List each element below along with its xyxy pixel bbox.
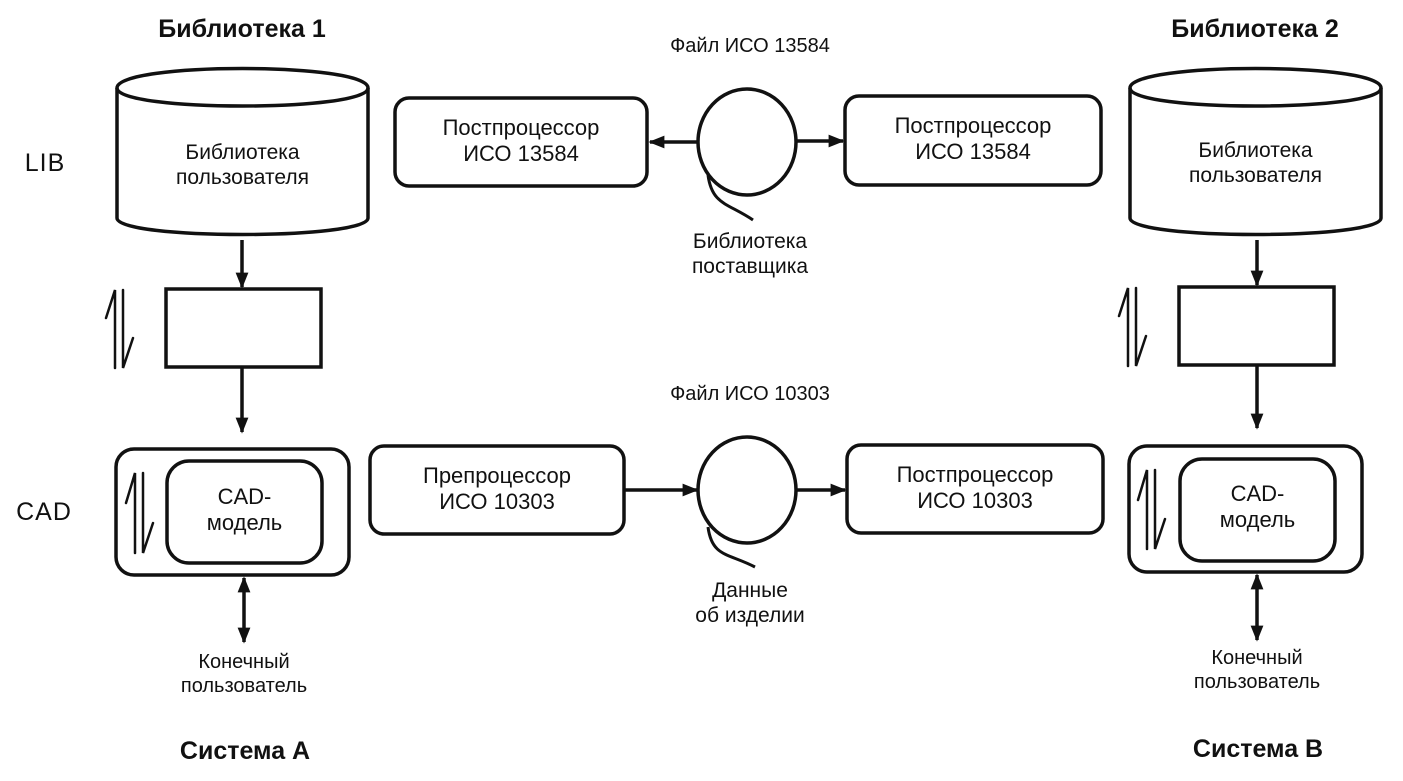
end-user-b-label: Конечный пользователь [1193, 647, 1321, 693]
interface-box-a [164, 287, 323, 369]
postprocessor-13584-left-box [393, 96, 649, 188]
cad-model-a-label: CAD- модель [206, 484, 283, 536]
product-data-medium-icon [696, 435, 798, 569]
supplier-library-label: Библиотека поставщика [691, 230, 809, 279]
library-1-title: Библиотека 1 [158, 15, 326, 43]
user-library-a-label: Библиотека пользователя [176, 141, 309, 190]
user-library-b-label: Библиотека пользователя [1189, 139, 1322, 188]
product-data-label: Данные об изделии [695, 579, 805, 628]
system-a-title: Система А [179, 737, 311, 765]
cad-model-b-box [1178, 457, 1337, 563]
cad-system-b-outer [1127, 444, 1364, 574]
postprocessor-10303-label: Постпроцессор ИСО 10303 [896, 462, 1054, 514]
end-user-a-label: Конечный пользователь [180, 651, 308, 697]
postprocessor-13584-right-label: Постпроцессор ИСО 13584 [894, 113, 1052, 165]
preprocessor-10303-label: Препроцессор ИСО 10303 [423, 463, 571, 515]
bidirectional-arrow-icon [124, 471, 155, 555]
row-label-cad: CAD [16, 498, 72, 526]
postprocessor-13584-left-label: Постпроцессор ИСО 13584 [442, 115, 600, 167]
library-2-title: Библиотека 2 [1171, 15, 1339, 43]
bidirectional-arrow-icon [104, 288, 135, 370]
user-library-a-cylinder [115, 66, 370, 237]
file-iso-13584-label: Файл ИСО 13584 [670, 35, 830, 57]
bidirectional-arrow-icon [1117, 286, 1148, 368]
cad-model-a-box [165, 459, 324, 565]
postprocessor-10303-box [845, 443, 1105, 535]
file-iso-10303-label: Файл ИСО 10303 [670, 383, 830, 405]
supplier-library-medium-icon [696, 87, 798, 222]
cad-model-b-label: CAD- модель [1219, 481, 1296, 533]
user-library-b-cylinder [1128, 66, 1383, 237]
row-label-lib: LIB [24, 149, 66, 177]
bidirectional-arrow-icon [1136, 468, 1167, 551]
interface-box-b [1177, 285, 1336, 367]
system-b-title: Система В [1192, 735, 1324, 763]
postprocessor-13584-right-box [843, 94, 1103, 187]
cad-system-a-outer [114, 447, 351, 577]
